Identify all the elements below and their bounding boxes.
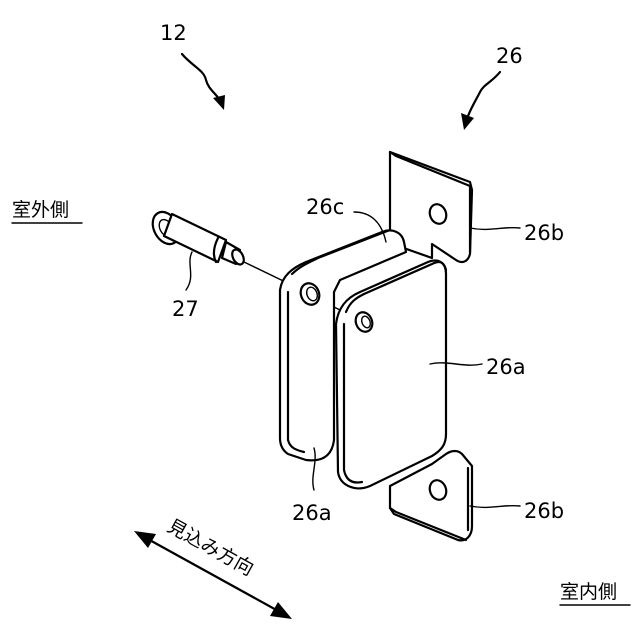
front-plate-face xyxy=(336,261,446,489)
pin-shank xyxy=(164,214,226,262)
indoor-side-label: 室内側 xyxy=(560,581,630,605)
depth-direction-arrowhead-right xyxy=(270,602,292,619)
ref-27-leader xyxy=(186,252,192,290)
ref-12-arrowhead xyxy=(213,95,225,110)
ref-26b-bottom-leader xyxy=(470,506,520,508)
ref-26-label: 26 xyxy=(496,44,523,68)
ref-26-leader xyxy=(468,72,500,116)
ref-26c-label: 26c xyxy=(306,195,344,219)
indoor-side-text: 室内側 xyxy=(560,581,617,603)
ref-26b-top-label: 26b xyxy=(524,221,564,245)
ref-12-leader xyxy=(182,54,220,100)
ref-26a-bottom-label: 26a xyxy=(292,501,332,525)
ref-26b-bottom-label: 26b xyxy=(524,499,564,523)
reference-12: 12 xyxy=(160,21,225,110)
front-plate-26a xyxy=(336,261,446,489)
depth-direction-label: 見込み方向 xyxy=(164,515,258,580)
ref-26b-top-leader xyxy=(470,228,520,230)
outdoor-side-text: 室外側 xyxy=(12,199,69,221)
depth-direction: 見込み方向 xyxy=(134,515,292,619)
ref-26a-right-label: 26a xyxy=(486,355,526,379)
ref-26-arrowhead xyxy=(461,113,474,130)
ref-27-label: 27 xyxy=(172,297,199,321)
outdoor-side-label: 室外側 xyxy=(12,199,82,223)
ref-12-label: 12 xyxy=(160,21,187,45)
depth-direction-arrowhead-left xyxy=(134,531,156,548)
reference-26: 26 xyxy=(461,44,523,130)
